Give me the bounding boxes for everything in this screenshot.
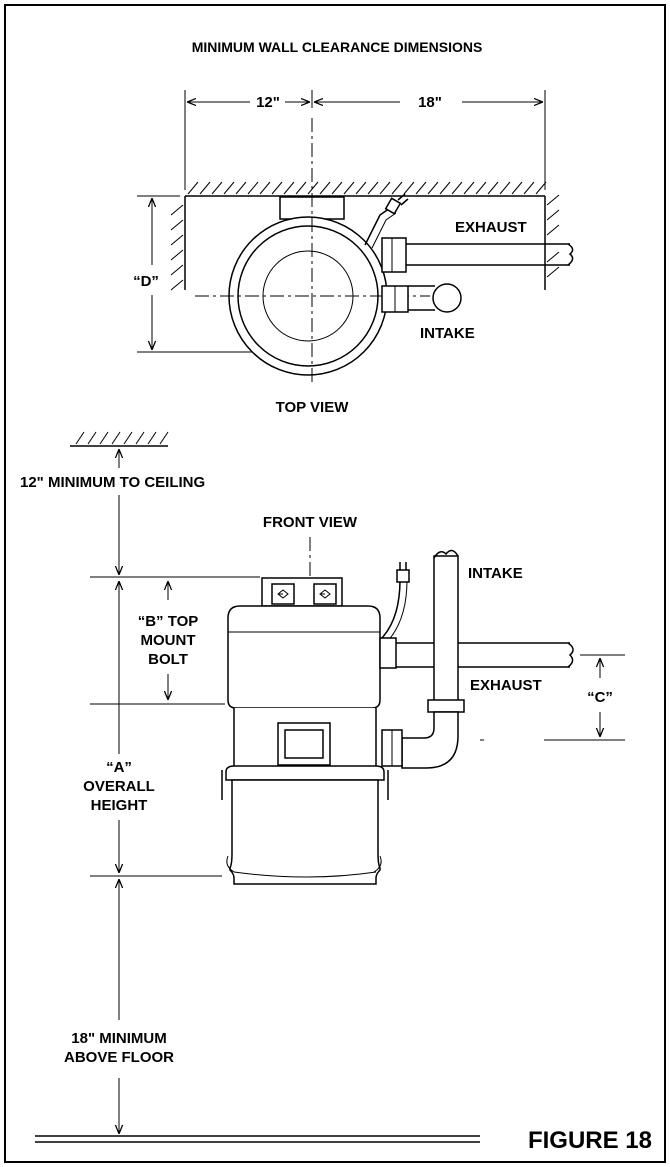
intake-elbow [401,711,459,769]
wall-hatch-top [187,181,547,195]
dim-left-12: 12" [256,94,280,111]
top-view-exhaust-label: EXHAUST [455,219,527,236]
dim-a-line2: OVERALL [83,778,155,795]
dim-c-label: “C” [587,689,613,706]
dim-b-line2: MOUNT [141,632,196,649]
dim-d-label: “D” [133,273,159,290]
dim-b-line1: “B” TOP [138,613,199,630]
diagram-title: MINIMUM WALL CLEARANCE DIMENSIONS [192,39,483,55]
dim-right-18: 18" [418,94,442,111]
front-view: FRONT VIEW [83,514,625,885]
wall-hatch-left [170,204,184,291]
front-intake-label: INTAKE [468,565,523,582]
front-intake-pipe [433,555,459,705]
motor-head [227,605,381,709]
floor-clearance-line2: ABOVE FLOOR [64,1049,174,1066]
front-exhaust-label: EXHAUST [470,677,542,694]
front-view-label: FRONT VIEW [263,514,358,531]
ceiling-clearance: 12" MINIMUM TO CEILING [20,431,205,574]
front-exhaust-fitting [379,637,397,669]
ceiling-clearance-label: 12" MINIMUM TO CEILING [20,474,205,491]
top-view-exhaust-fitting [381,237,407,273]
dim-a-line1: “A” [106,759,132,776]
floor-clearance: 18" MINIMUM ABOVE FLOOR [30,880,480,1143]
top-view-intake-label: INTAKE [420,325,475,342]
floor-clearance-line1: 18" MINIMUM [71,1030,166,1047]
latch-band [225,765,385,781]
page-border [4,4,666,1163]
top-view-intake-pipe [432,283,462,313]
top-view-label: TOP VIEW [276,399,350,416]
canister-body [229,779,381,885]
dim-b-line3: BOLT [148,651,188,668]
wall-hatch-right [546,194,560,278]
dim-a-line3: HEIGHT [91,797,148,814]
figure-label: FIGURE 18 [528,1127,652,1154]
top-view: 12" 18" [133,90,574,416]
